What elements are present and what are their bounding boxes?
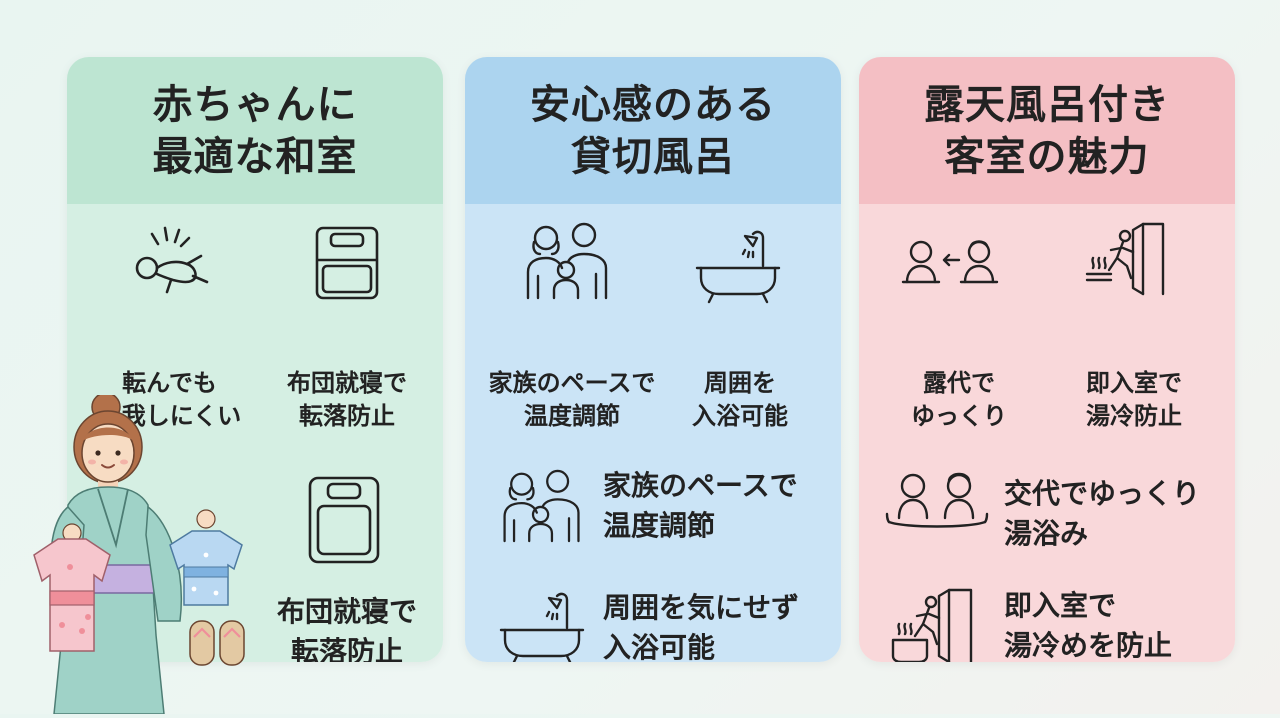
feature-label: 周囲を 入浴可能: [692, 369, 788, 430]
exit-to-bath-icon: [1081, 218, 1171, 298]
card-header: 赤ちゃんに 最適な和室: [67, 57, 443, 204]
feature-label: 家族のペースで 温度調節: [488, 369, 656, 430]
exit-to-bath-icon: [887, 584, 977, 662]
bathtub-icon: [497, 586, 587, 662]
card-title: 露天風呂付き 客室の魅力: [924, 81, 1170, 180]
feature-label: 即入室で 湯冷防止: [1086, 369, 1182, 430]
bathtub-icon: [693, 224, 783, 304]
feature-label: 布団就寝で 転落防止: [276, 595, 417, 662]
baby-rolling-icon: [127, 218, 217, 308]
card-title: 赤ちゃんに 最適な和室: [152, 81, 358, 180]
futon-icon: [302, 472, 386, 568]
taking-turns-icon: [899, 226, 999, 296]
card-header: 安心感のある 貸切風呂: [465, 57, 841, 204]
card-room-onsen: 露天風呂付き 客室の魅力 露代で ゆっくり: [859, 57, 1235, 662]
card-private-bath: 安心感のある 貸切風呂 家族のペースで 温度調節: [465, 57, 841, 662]
card-title: 安心感のある 貸切風呂: [530, 81, 776, 180]
feature-label: 布団就寝で 転落防止: [287, 369, 407, 430]
futon-icon: [307, 220, 387, 304]
feature-label: 家族のペースで 温度調節: [603, 469, 798, 542]
feature-label: 即入室で 湯冷めを防止: [1004, 589, 1173, 662]
feature-label: 露代で ゆっくり: [911, 369, 1007, 430]
card-body: 露代で ゆっくり 即入室で 湯冷防止 交代でゆっく: [859, 204, 1235, 662]
card-header: 露天風呂付き 客室の魅力: [859, 57, 1235, 204]
card-body: 家族のペースで 温度調節 周囲を 入浴可能: [465, 204, 841, 662]
feature-label: 交代でゆっくり 湯浴み: [1004, 477, 1201, 550]
family-icon: [520, 220, 615, 302]
mother-in-yukata-illustration: [20, 392, 260, 718]
two-bathers-icon: [885, 468, 989, 538]
feature-label: 周囲を気にせず 入浴可能: [603, 591, 800, 662]
family-icon: [497, 466, 587, 546]
